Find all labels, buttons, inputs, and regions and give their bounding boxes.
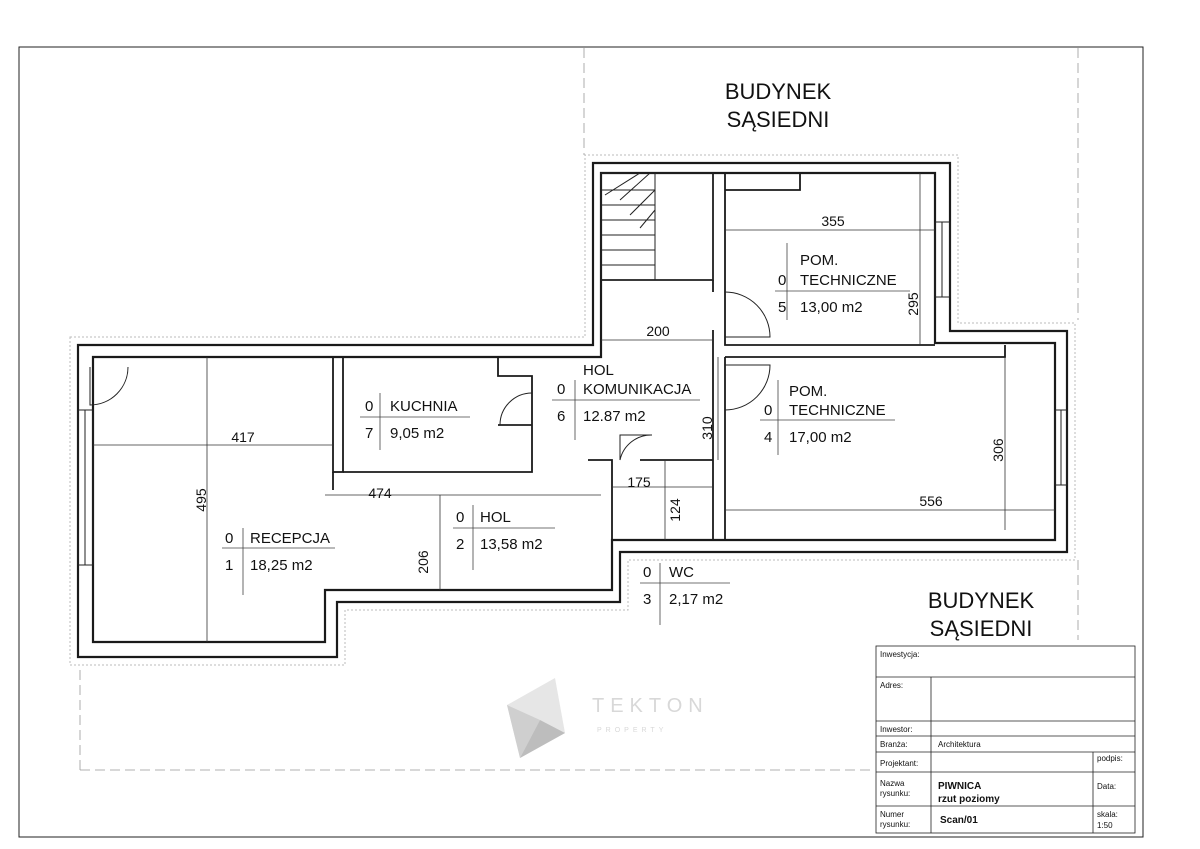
- watermark-name: TEKTON: [592, 695, 709, 717]
- dimension-label: 556: [919, 493, 943, 509]
- room-level: 0: [365, 398, 373, 415]
- dimension-label: 306: [990, 438, 1006, 462]
- room-level: 0: [643, 564, 651, 581]
- tb-data-label: Data:: [1097, 782, 1116, 791]
- room-name-line2: TECHNICZNE: [789, 402, 886, 419]
- dimension-label: 310: [699, 416, 715, 440]
- tb-numer-value: Scan/01: [940, 815, 978, 826]
- room-number: 7: [365, 425, 373, 442]
- room-name-line2: TECHNICZNE: [800, 272, 897, 289]
- room-area: 9,05 m2: [390, 425, 444, 442]
- tb-nazwa-value-1: PIWNICA: [938, 781, 981, 792]
- room-number: 1: [225, 557, 233, 574]
- dimension-label: 474: [368, 485, 392, 501]
- outer-walls: [76, 161, 1069, 659]
- room-name-line1: POM.: [789, 383, 827, 400]
- room-level: 0: [557, 381, 565, 398]
- room-level: 0: [456, 509, 464, 526]
- room-level: 0: [778, 272, 786, 289]
- tb-podpis-label: podpis:: [1097, 754, 1123, 763]
- room-level: 0: [225, 530, 233, 547]
- neighbor-building-outline: [79, 48, 1079, 771]
- room-area: 17,00 m2: [789, 429, 852, 446]
- dimension-label: 175: [627, 474, 651, 490]
- dimension-label: 417: [231, 429, 255, 445]
- tb-skala-value: 1:50: [1097, 821, 1113, 830]
- room-number: 2: [456, 536, 464, 553]
- room-level: 0: [764, 402, 772, 419]
- tb-branza-value: Architektura: [938, 740, 981, 749]
- tb-skala-label: skala:: [1097, 810, 1118, 819]
- room-area: 13,00 m2: [800, 299, 863, 316]
- watermark-sub: PROPERTY: [597, 727, 667, 734]
- room-number: 5: [778, 299, 786, 316]
- doors: [89, 291, 771, 461]
- tb-projektant-label: Projektant:: [880, 759, 918, 768]
- room-area: 18,25 m2: [250, 557, 313, 574]
- tb-numer-label-2: rysunku:: [880, 820, 910, 829]
- room-number: 3: [643, 591, 651, 608]
- dimension-label: 495: [193, 488, 209, 512]
- room-area: 2,17 m2: [669, 591, 723, 608]
- dimension-label: 124: [667, 498, 683, 522]
- room-name-line2: KOMUNIKACJA: [583, 381, 691, 398]
- room-name: RECEPCJA: [250, 530, 330, 547]
- room-name-line1: POM.: [800, 252, 838, 269]
- dimension-lines: [93, 173, 1055, 642]
- room-area: 13,58 m2: [480, 536, 543, 553]
- title-block: [875, 645, 1136, 834]
- room-number: 6: [557, 408, 565, 425]
- room-number: 4: [764, 429, 772, 446]
- dimension-label: 206: [415, 550, 431, 574]
- tb-inwestor-label: Inwestor:: [880, 725, 912, 734]
- tb-inwestycja-label: Inwestycja:: [880, 650, 920, 659]
- room-name: KUCHNIA: [390, 398, 458, 415]
- tb-nazwa-value-2: rzut poziomy: [938, 794, 1000, 805]
- watermark-logo: TEKTON PROPERTY: [507, 678, 709, 758]
- outer-wall-insulation: [69, 154, 1076, 666]
- staircase: [600, 172, 714, 281]
- neighbor-br-label-2: SĄSIEDNI: [930, 616, 1033, 641]
- room-name: WC: [669, 564, 694, 581]
- dimension-label: 295: [905, 292, 921, 316]
- tb-adres-label: Adres:: [880, 681, 903, 690]
- room-area: 12.87 m2: [583, 408, 646, 425]
- neighbor-top-label-1: BUDYNEK: [725, 79, 832, 104]
- interior-walls: [332, 173, 1006, 540]
- tb-nazwa-label-1: Nazwa: [880, 779, 905, 788]
- drawing-frame: [18, 46, 1144, 838]
- room-name: HOL: [480, 509, 511, 526]
- neighbor-br-label-1: BUDYNEK: [928, 588, 1035, 613]
- dimension-label: 355: [821, 213, 845, 229]
- dimension-label: 200: [646, 323, 670, 339]
- tb-numer-label-1: Numer: [880, 810, 904, 819]
- tb-branza-label: Branża:: [880, 740, 908, 749]
- room-label-guides: [222, 243, 910, 625]
- neighbor-top-label-2: SĄSIEDNI: [727, 107, 830, 132]
- windows: [77, 221, 1068, 566]
- room-name-line1: HOL: [583, 362, 614, 379]
- tb-nazwa-label-2: rysunku:: [880, 789, 910, 798]
